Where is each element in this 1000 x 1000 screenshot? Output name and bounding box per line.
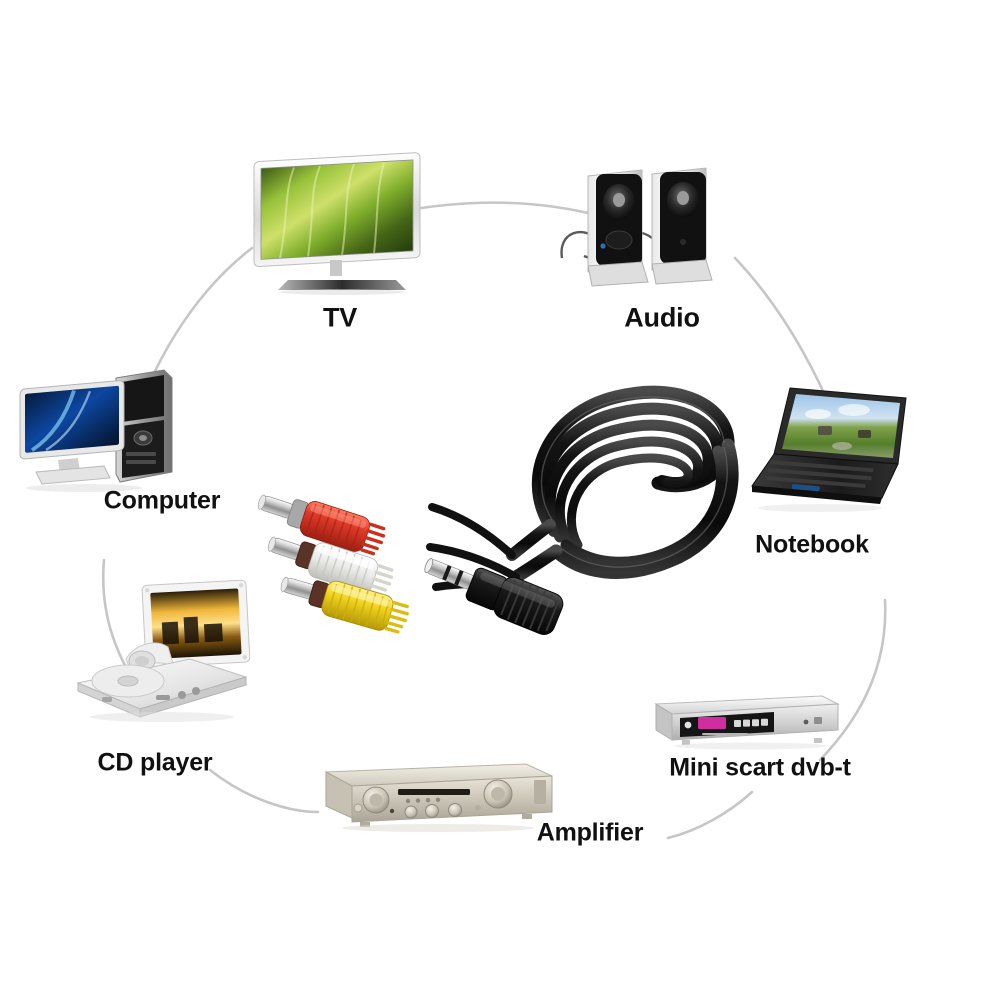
device-label-amplifier: Amplifier bbox=[536, 818, 644, 847]
device-cdplayer bbox=[70, 575, 260, 735]
product-av-cable bbox=[250, 355, 770, 635]
device-label-notebook: Notebook bbox=[755, 530, 869, 559]
device-notebook bbox=[746, 380, 936, 515]
device-amplifier bbox=[312, 756, 562, 834]
device-label-tv: TV bbox=[322, 302, 358, 333]
device-label-computer: Computer bbox=[103, 486, 221, 515]
device-dvbt bbox=[646, 690, 846, 752]
device-audio bbox=[556, 166, 736, 296]
device-computer bbox=[12, 360, 192, 500]
device-label-audio: Audio bbox=[624, 302, 700, 333]
device-label-dvbt: Mini scart dvb-t bbox=[669, 753, 851, 782]
device-label-cdplayer: CD player bbox=[97, 748, 213, 777]
device-tv bbox=[250, 148, 430, 298]
